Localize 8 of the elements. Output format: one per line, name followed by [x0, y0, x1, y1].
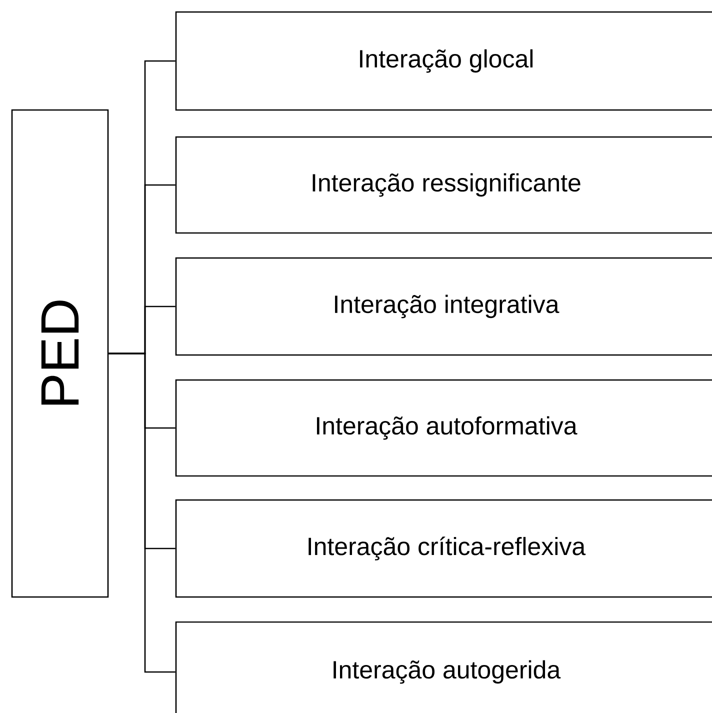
branch-box: Interação autogerida [175, 621, 712, 713]
label-box: PED [11, 109, 109, 598]
branch-box: Interação glocal [175, 11, 712, 111]
connector-line [108, 352, 176, 673]
branch-box: Interação ressignificante [175, 136, 712, 234]
branch-box: Interação integrativa [175, 257, 712, 356]
branch-box: Interação autoformativa [175, 379, 712, 477]
branch-box: Interação crítica-reflexiva [175, 499, 712, 598]
